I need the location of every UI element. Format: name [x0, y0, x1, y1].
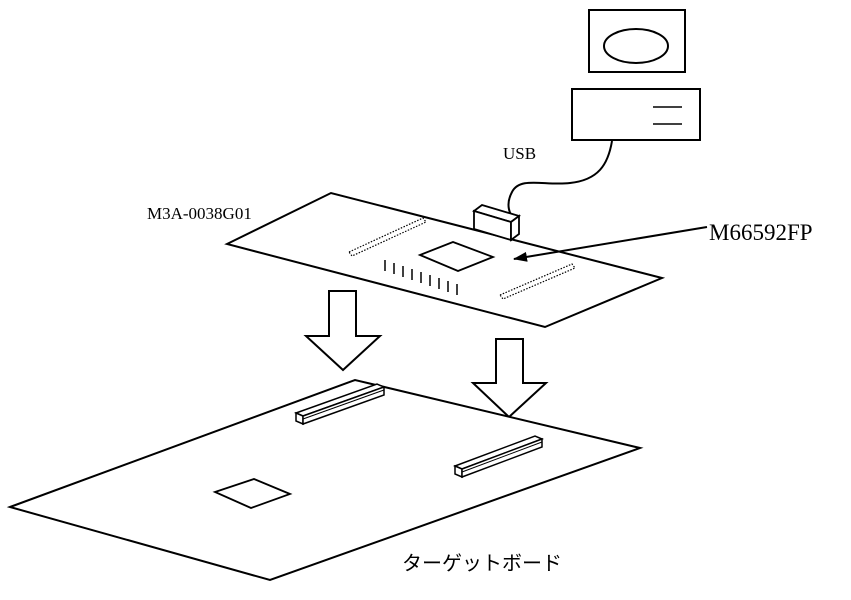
target-board-chip [212, 478, 293, 509]
usb-connector [472, 204, 521, 242]
evaluation-board [224, 191, 666, 329]
down-arrow-icon [303, 290, 383, 372]
evaluation-board-pin-row [384, 260, 458, 295]
target-board-connector-right [452, 435, 545, 479]
board-model-label: M3A-0038G01 [147, 204, 252, 223]
target-board [6, 378, 644, 582]
monitor-icon [588, 9, 686, 73]
chip-pointer-arrow [513, 226, 708, 262]
usb-label: USB [503, 144, 536, 163]
target-board-label: ターゲットボード [402, 551, 562, 575]
chip-m66592fp [417, 241, 496, 272]
evaluation-board-connector-right [499, 263, 576, 300]
pc-base-unit [571, 88, 701, 141]
down-arrow-icon [470, 338, 549, 419]
target-board-connector-left [293, 383, 387, 426]
evaluation-board-connector-left [348, 217, 427, 257]
usb-cable [507, 140, 613, 219]
chip-part-label: M66592FP [709, 220, 813, 245]
